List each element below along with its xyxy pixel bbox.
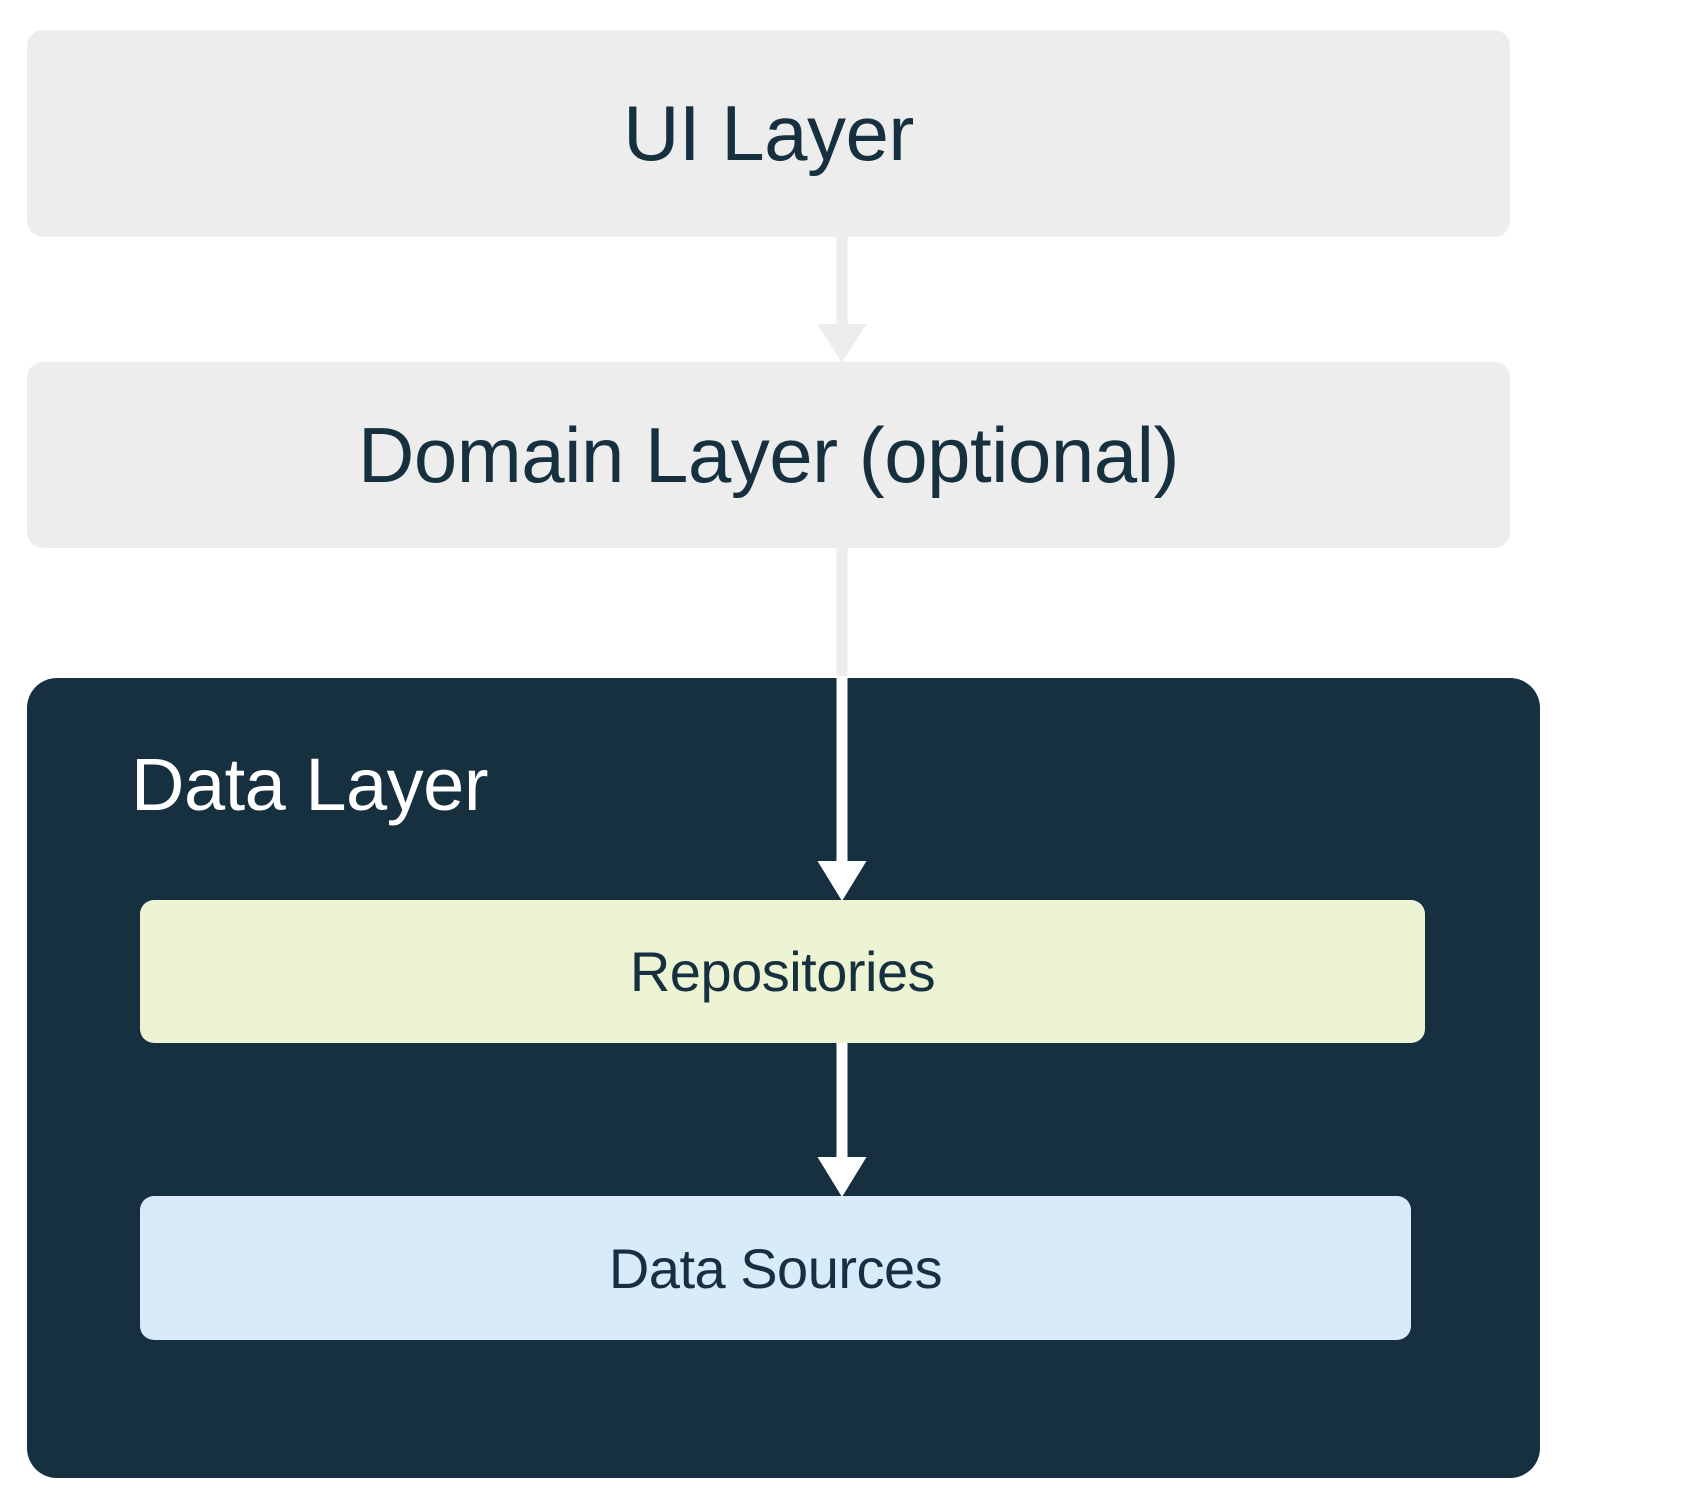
data-sources-label: Data Sources [608, 1236, 943, 1300]
data-layer-label: Data Layer [131, 743, 488, 826]
repositories-box[interactable]: Repositories [140, 900, 1425, 1043]
data-sources-box[interactable]: Data Sources [140, 1196, 1411, 1340]
data-layer-box[interactable] [27, 678, 1540, 1478]
domain-layer-label: Domain Layer (optional) [358, 410, 1179, 499]
ui-layer-box[interactable]: UI Layer [27, 30, 1510, 237]
domain-layer-box[interactable]: Domain Layer (optional) [27, 362, 1510, 548]
ui-layer-label: UI Layer [623, 89, 914, 177]
repositories-label: Repositories [629, 940, 936, 1003]
arrow-ui-to-domain-icon [817, 237, 867, 363]
